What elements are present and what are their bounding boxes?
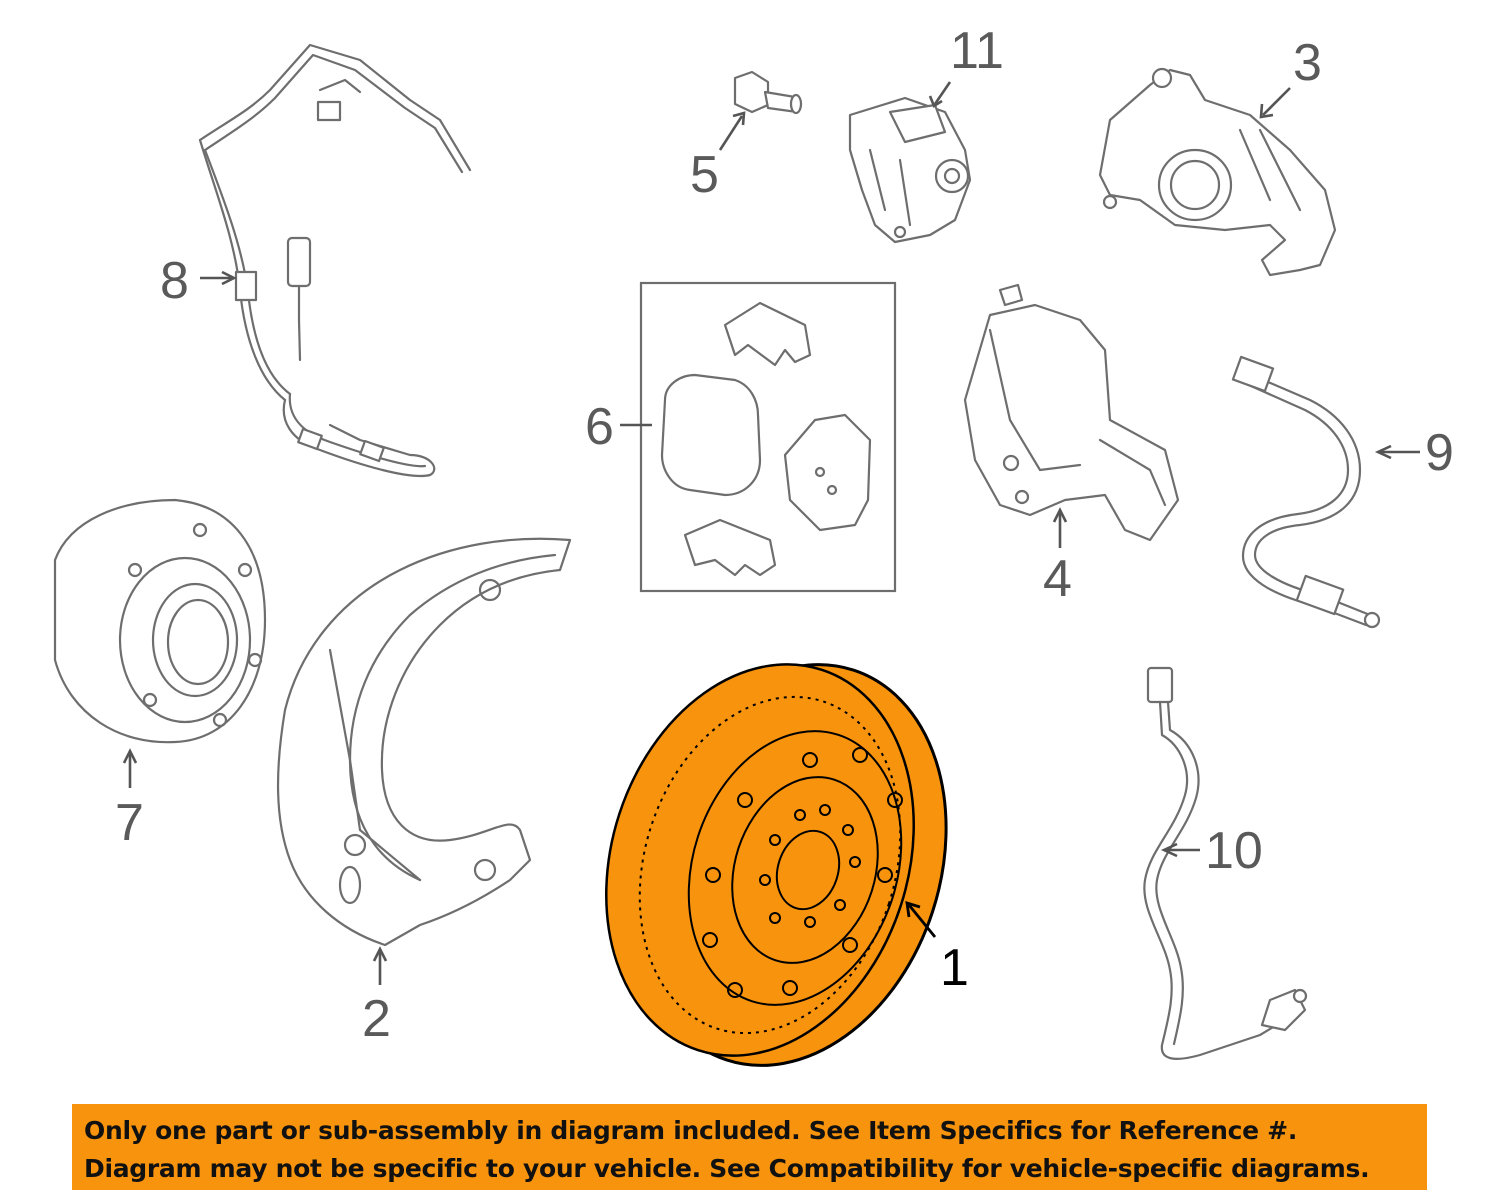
callout-2: 2 [362, 990, 391, 1048]
callout-5: 5 [690, 146, 719, 204]
part-9-brake-hose [1231, 355, 1381, 629]
callout-9: 9 [1425, 424, 1454, 482]
callout-8: 8 [160, 252, 189, 310]
part-11-caliper-unit [848, 96, 972, 244]
callout-1: 1 [940, 939, 969, 997]
part-3-caliper [1098, 67, 1337, 277]
callout-11: 11 [950, 22, 1004, 80]
part-8-sensor-wire [198, 43, 472, 477]
callout-10: 10 [1205, 822, 1263, 880]
part-6-pad-kit [639, 281, 897, 593]
parts-diagram: 8 5 11 3 6 4 9 7 2 10 1 [53, 22, 1454, 1067]
part-7-hub [53, 498, 267, 744]
callout-6: 6 [585, 398, 614, 456]
part-10-sensor-wire [1143, 666, 1308, 1060]
part-2-dust-shield [276, 537, 572, 947]
leader-lines [122, 81, 1420, 985]
callout-4: 4 [1043, 550, 1072, 608]
part-1-brake-rotor [605, 663, 948, 1067]
disclaimer-banner: Only one part or sub-assembly in diagram… [72, 1104, 1427, 1190]
callout-3: 3 [1293, 34, 1322, 92]
part-5-bolt [733, 70, 803, 115]
disclaimer-line-1: Only one part or sub-assembly in diagram… [84, 1116, 1298, 1145]
disclaimer-line-2: Diagram may not be specific to your vehi… [84, 1154, 1370, 1183]
callout-7: 7 [115, 794, 144, 852]
part-4-caliper-bracket [963, 283, 1180, 542]
